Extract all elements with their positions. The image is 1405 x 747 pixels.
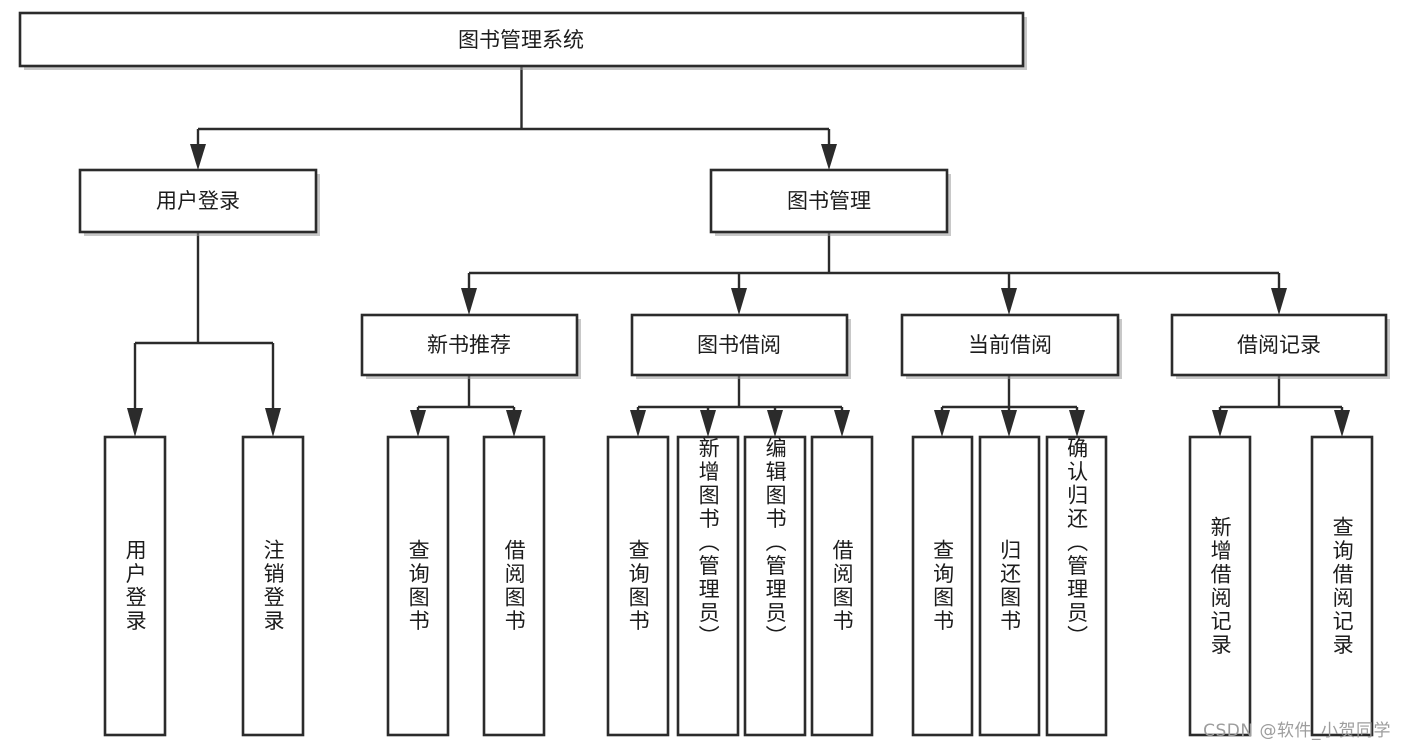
node-new-book-recommend-label: 新书推荐 bbox=[427, 333, 511, 357]
connector-group-book-management bbox=[461, 232, 1287, 315]
node-title-box[interactable] bbox=[18, 11, 1025, 68]
node-user-login-label: 用户登录 bbox=[156, 189, 240, 213]
leaf-box-query-book-1[interactable] bbox=[386, 435, 450, 737]
arrow-head-leaf-add-book bbox=[700, 410, 716, 437]
arrow-head-leaf-add-record bbox=[1212, 410, 1228, 437]
node-user-login-box[interactable] bbox=[78, 168, 318, 234]
node-borrow-record-label: 借阅记录 bbox=[1237, 333, 1321, 357]
leaf-box-borrow-book-1[interactable] bbox=[482, 435, 546, 737]
arrow-head-leaf-confirm-return bbox=[1069, 410, 1085, 437]
arrow-head-leaf-query-book-2 bbox=[630, 410, 646, 437]
arrow-head-leaf-query-record bbox=[1334, 410, 1350, 437]
leaf-box-query-record[interactable] bbox=[1310, 435, 1374, 737]
node-current-borrow-box[interactable] bbox=[900, 313, 1120, 377]
leaf-box-add-book[interactable] bbox=[676, 435, 740, 737]
arrow-head-leaf-edit-book bbox=[767, 410, 783, 437]
arrow-head-user-login bbox=[190, 144, 206, 170]
leaf-box-return-book[interactable] bbox=[978, 435, 1041, 737]
node-borrow-record-box[interactable] bbox=[1170, 313, 1388, 377]
arrow-head-leaf-user-login bbox=[127, 408, 143, 437]
node-book-management-label: 图书管理 bbox=[787, 189, 871, 213]
leaf-box-borrow-book-2[interactable] bbox=[810, 435, 874, 737]
arrow-head-leaf-borrow-book-2 bbox=[834, 410, 850, 437]
leaf-box-query-book-2[interactable] bbox=[606, 435, 670, 737]
arrow-head-current-borrow bbox=[1001, 288, 1017, 315]
connector-group-borrow-record bbox=[1212, 375, 1350, 437]
node-title[interactable]: 图书管理系统 bbox=[18, 11, 1027, 70]
node-title-label: 图书管理系统 bbox=[458, 28, 584, 52]
node-current-borrow-label: 当前借阅 bbox=[968, 333, 1052, 357]
node-borrow-record[interactable]: 借阅记录 bbox=[1170, 313, 1390, 379]
node-user-login[interactable]: 用户登录 bbox=[78, 168, 320, 236]
connector-group-book-borrow bbox=[630, 375, 850, 437]
arrow-head-leaf-query-book-3 bbox=[934, 410, 950, 437]
node-new-book-recommend[interactable]: 新书推荐 bbox=[360, 313, 581, 379]
arrow-head-leaf-user-logout bbox=[265, 408, 281, 437]
arrow-head-leaf-borrow-book-1 bbox=[506, 410, 522, 437]
leaf-box-query-book-3[interactable] bbox=[911, 435, 974, 737]
connector-group-user-login bbox=[127, 232, 281, 437]
leaf-box-edit-book[interactable] bbox=[743, 435, 807, 737]
node-book-borrow-box[interactable] bbox=[630, 313, 849, 377]
leaf-box-add-record[interactable] bbox=[1188, 435, 1252, 737]
node-book-borrow[interactable]: 图书借阅 bbox=[630, 313, 851, 379]
connector-group-root bbox=[190, 66, 837, 170]
node-book-management-box[interactable] bbox=[709, 168, 949, 234]
leaf-box-user-login[interactable] bbox=[103, 435, 167, 737]
arrow-head-borrow-record bbox=[1271, 288, 1287, 315]
connector-group-current-borrow bbox=[934, 375, 1085, 437]
node-new-book-recommend-box[interactable] bbox=[360, 313, 579, 377]
arrow-head-book-management bbox=[821, 144, 837, 170]
arrow-head-new-book-recommend bbox=[461, 288, 477, 315]
node-book-borrow-label: 图书借阅 bbox=[697, 333, 781, 357]
csdn-watermark: CSDN @软件_小贺同学 bbox=[1203, 721, 1391, 741]
arrow-head-leaf-query-book-1 bbox=[410, 410, 426, 437]
leaf-box-confirm-return[interactable] bbox=[1045, 435, 1108, 737]
node-current-borrow[interactable]: 当前借阅 bbox=[900, 313, 1122, 379]
node-book-management[interactable]: 图书管理 bbox=[709, 168, 951, 236]
leaf-box-user-logout[interactable] bbox=[241, 435, 305, 737]
leaf-boxes bbox=[103, 435, 1374, 737]
connector-group-new-book-recommend bbox=[410, 375, 522, 437]
arrow-head-leaf-return-book bbox=[1001, 410, 1017, 437]
arrow-head-book-borrow bbox=[731, 288, 747, 315]
